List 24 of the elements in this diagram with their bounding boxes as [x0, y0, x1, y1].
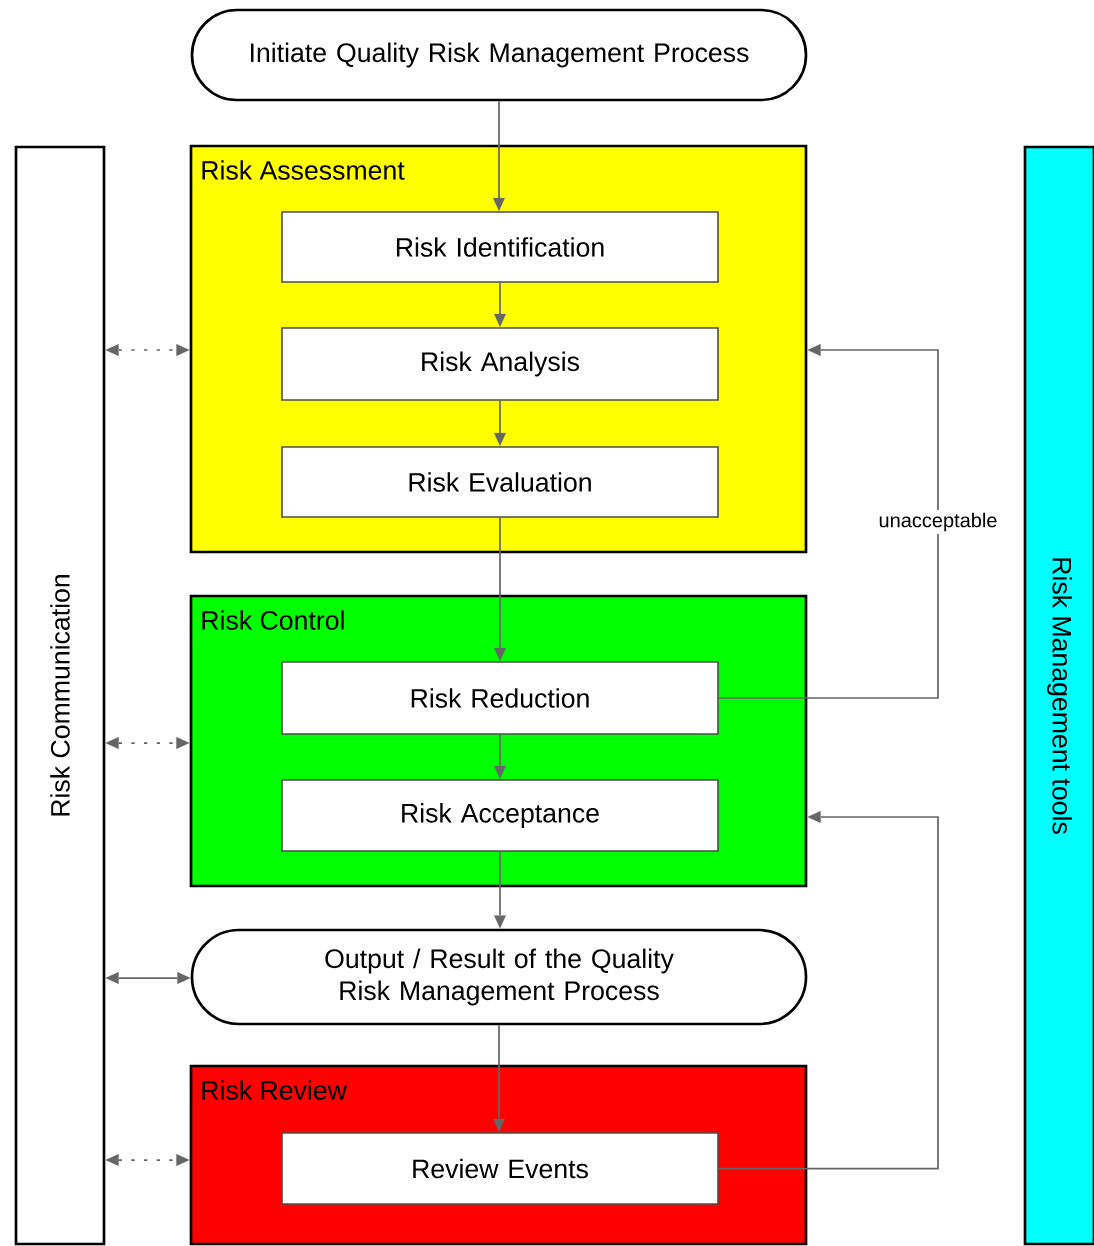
process-box: Risk Identification	[281, 211, 719, 283]
process-box: Risk Evaluation	[281, 446, 719, 518]
edge-label: unacceptable	[875, 510, 1001, 534]
arrow	[493, 1024, 505, 1133]
arrow	[493, 100, 505, 212]
arrow	[105, 972, 191, 984]
side-band: Risk Communication	[14, 145, 106, 1246]
process-box: Risk Reduction	[281, 661, 719, 735]
terminal-box: Initiate Quality Risk Management Process	[190, 8, 808, 102]
arrow	[494, 850, 506, 929]
arrow	[494, 516, 506, 662]
arrow	[494, 733, 506, 780]
process-box: Risk Acceptance	[281, 779, 719, 852]
arrow	[105, 1154, 190, 1166]
arrow	[494, 281, 506, 328]
arrow	[105, 344, 190, 356]
process-box: Review Events	[281, 1132, 719, 1205]
terminal-box: Output / Result of the Quality Risk Management Process	[190, 928, 808, 1026]
arrow	[717, 344, 939, 699]
arrow	[717, 811, 939, 1170]
side-band: Risk Management tools	[1023, 145, 1094, 1246]
arrow	[105, 737, 190, 749]
process-box: Risk Analysis	[281, 327, 719, 401]
arrow	[494, 399, 506, 447]
